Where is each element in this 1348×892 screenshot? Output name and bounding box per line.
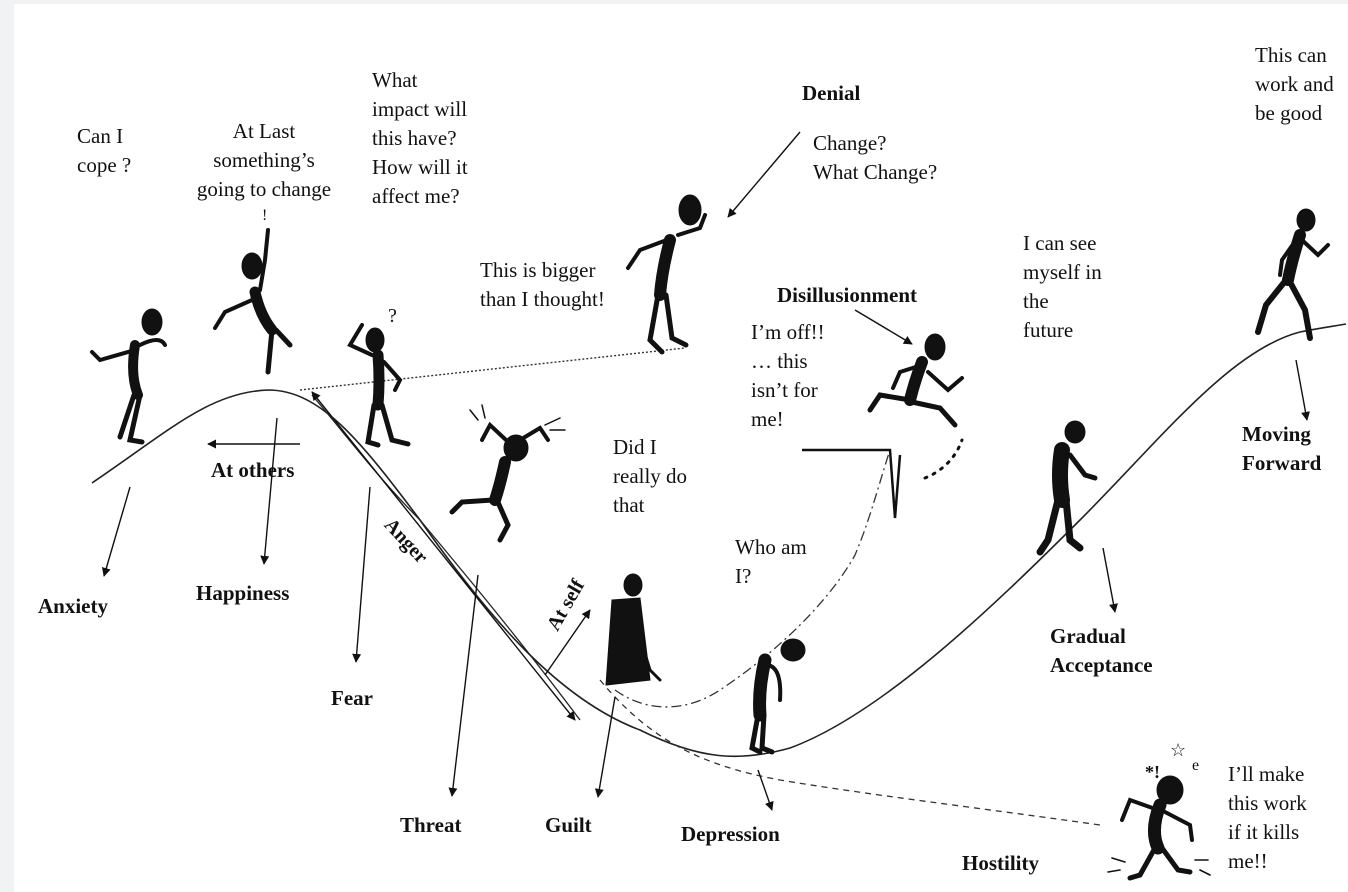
change-curve bbox=[91, 323, 1347, 758]
cliff-edge bbox=[802, 448, 902, 519]
hostile-figure-icon: *! ☆ e bbox=[1107, 740, 1211, 881]
stage-label-anxiety: Anxiety bbox=[38, 594, 108, 618]
walking-figure-icon bbox=[1036, 420, 1098, 556]
celebrating-figure-icon: ! bbox=[213, 207, 293, 375]
stage-label-hostility: Hostility bbox=[962, 851, 1039, 875]
arrow-label-at-others: At others bbox=[211, 458, 295, 482]
thought-who-am-i: Who am I? bbox=[735, 535, 807, 588]
thought-see-myself: I can see myself in the future bbox=[1023, 231, 1102, 342]
thought-change: Change? What Change? bbox=[813, 131, 938, 184]
anxious-figure-icon bbox=[90, 308, 167, 445]
questioning-figure-icon: ? bbox=[347, 305, 411, 448]
pointer-arrows bbox=[101, 131, 1310, 811]
thought-can-i-cope: Can I cope ? bbox=[77, 124, 132, 177]
stage-label-threat: Threat bbox=[400, 813, 462, 837]
disillusionment-path bbox=[614, 449, 891, 708]
svg-text:?: ? bbox=[388, 305, 397, 327]
thought-im-off: I’m off!! … this isn’t for me! bbox=[751, 320, 825, 431]
svg-text:☆: ☆ bbox=[1170, 740, 1186, 760]
depressed-figure-icon bbox=[749, 638, 806, 755]
fall-dots bbox=[923, 438, 964, 480]
svg-text:!: ! bbox=[262, 207, 267, 224]
stage-label-guilt: Guilt bbox=[545, 813, 592, 837]
guilty-figure-icon bbox=[605, 573, 662, 686]
overwhelmed-figure-icon bbox=[626, 194, 707, 355]
page-edge bbox=[0, 0, 1348, 4]
frustrated-figure-icon bbox=[449, 404, 566, 543]
thought-make-this-work: I’ll make this work if it kills me!! bbox=[1228, 762, 1307, 873]
anger-path-line bbox=[311, 394, 581, 721]
thought-did-i: Did I really do that bbox=[613, 435, 688, 517]
stage-label-happiness: Happiness bbox=[196, 581, 290, 605]
thought-what-impact: What impact will this have? How will it … bbox=[372, 68, 468, 208]
svg-text:e: e bbox=[1192, 757, 1199, 774]
disillusioned-runner-icon bbox=[867, 333, 964, 428]
denial-dotted-line bbox=[299, 347, 686, 391]
stage-label-gradual-acceptance: Gradual Acceptance bbox=[1050, 624, 1153, 677]
thought-at-last: At Last something’s going to change bbox=[196, 119, 332, 201]
page-edge bbox=[0, 0, 14, 892]
hostility-path bbox=[599, 679, 1101, 826]
svg-text:*!: *! bbox=[1145, 762, 1160, 782]
running-figure-icon bbox=[1255, 208, 1330, 341]
stage-label-fear: Fear bbox=[331, 686, 373, 710]
thought-bigger: This is bigger than I thought! bbox=[480, 258, 605, 311]
stage-label-disillusionment: Disillusionment bbox=[777, 283, 918, 307]
stage-label-depression: Depression bbox=[681, 822, 780, 846]
thought-this-can-work: This can work and be good bbox=[1255, 43, 1334, 125]
stage-label-moving-forward: Moving Forward bbox=[1242, 422, 1322, 475]
stage-label-denial: Denial bbox=[802, 81, 861, 105]
